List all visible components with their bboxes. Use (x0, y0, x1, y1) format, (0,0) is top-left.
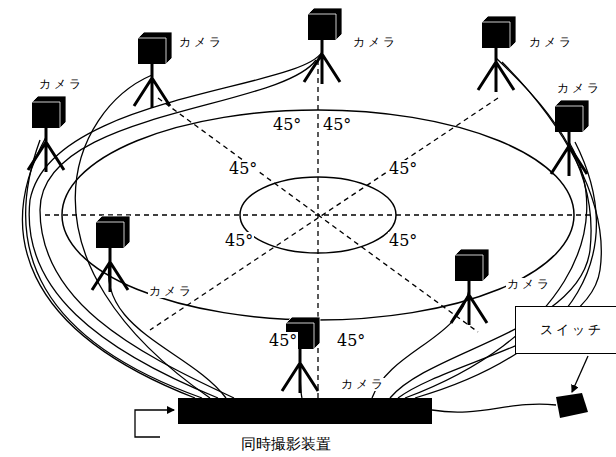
cable (415, 142, 596, 398)
camera-label: カメラ (556, 82, 603, 95)
camera-icon (28, 96, 66, 172)
camera-label: カメラ (178, 36, 225, 49)
tripod (282, 349, 318, 393)
camera-body (32, 102, 60, 128)
angle-label: 45° (268, 332, 298, 350)
tripod (304, 40, 340, 84)
camera-icon (92, 216, 130, 292)
camera-label: カメラ (148, 285, 195, 298)
loop-arrow (135, 410, 174, 437)
switch-box: スイッチ (515, 306, 616, 354)
sync-device (178, 398, 432, 424)
tripod (28, 128, 64, 172)
tripod (551, 132, 587, 176)
angle-label: 45° (336, 332, 366, 350)
camera-top (555, 100, 589, 132)
camera-label: カメラ (506, 278, 553, 291)
camera-icon (134, 32, 172, 108)
tripod (451, 281, 487, 325)
camera-label: カメラ (528, 36, 575, 49)
angle-label: 45° (322, 116, 352, 134)
cameras (28, 8, 589, 393)
tripod (92, 248, 128, 292)
camera-top (96, 216, 130, 248)
camera-top (138, 32, 172, 64)
camera-icon (551, 100, 589, 176)
cable (405, 142, 587, 398)
angle-label: 45° (224, 232, 254, 250)
camera-body (482, 22, 510, 48)
tripod (134, 64, 170, 108)
camera-top (32, 96, 66, 128)
switch-arrow (572, 356, 588, 392)
angle-label: 45° (388, 232, 418, 250)
camera-body (138, 38, 166, 64)
camera-label: カメラ (340, 378, 387, 391)
camera-body (308, 14, 336, 40)
hand-switch (556, 393, 588, 418)
device-label: 同時撮影装置 (240, 436, 332, 453)
camera-top (482, 16, 516, 48)
camera-body (555, 106, 583, 132)
camera-top (308, 8, 342, 40)
camera-label: カメラ (352, 36, 399, 49)
camera-top (455, 249, 489, 281)
camera-icon (304, 8, 342, 84)
cable (40, 60, 316, 398)
angle-label: 45° (228, 160, 258, 178)
switch-label: スイッチ (540, 321, 616, 339)
switch-cable (432, 404, 556, 412)
tripod (478, 48, 514, 92)
camera-body (96, 222, 124, 248)
cable (108, 258, 226, 398)
camera-label: カメラ (38, 78, 85, 91)
camera-icon (282, 317, 320, 393)
angle-label: 45° (272, 116, 302, 134)
camera-icon (451, 249, 489, 325)
cable (26, 140, 202, 398)
cable (23, 137, 195, 398)
angle-label: 45° (388, 160, 418, 178)
cable (29, 52, 322, 398)
camera-body (455, 255, 483, 281)
camera-icon (478, 16, 516, 92)
